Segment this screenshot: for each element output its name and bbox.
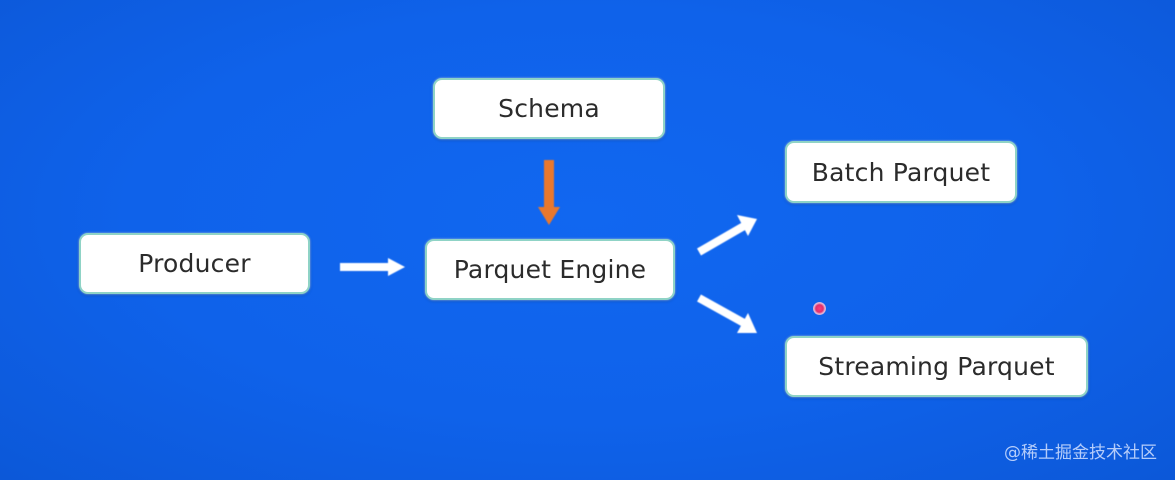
node-streaming-parquet-label: Streaming Parquet — [818, 352, 1055, 381]
watermark: @稀土掘金技术社区 — [1004, 443, 1157, 463]
node-producer-label: Producer — [138, 249, 251, 278]
node-batch-parquet-label: Batch Parquet — [811, 157, 991, 187]
arrow-engine-to-batch — [696, 215, 757, 256]
arrow-producer-to-engine — [340, 258, 405, 276]
node-parquet-engine: Parquet Engine — [425, 239, 675, 300]
node-schema: Schema — [433, 78, 665, 139]
node-schema-label: Schema — [498, 94, 600, 123]
node-parquet-engine-label: Parquet Engine — [453, 255, 647, 284]
arrow-schema-to-engine — [538, 160, 560, 225]
arrow-engine-to-streaming — [697, 294, 757, 333]
pointer-dot-icon — [813, 302, 826, 315]
node-batch-parquet: Batch Parquet — [785, 141, 1017, 203]
node-producer: Producer — [79, 233, 310, 294]
node-streaming-parquet: Streaming Parquet — [785, 336, 1088, 397]
